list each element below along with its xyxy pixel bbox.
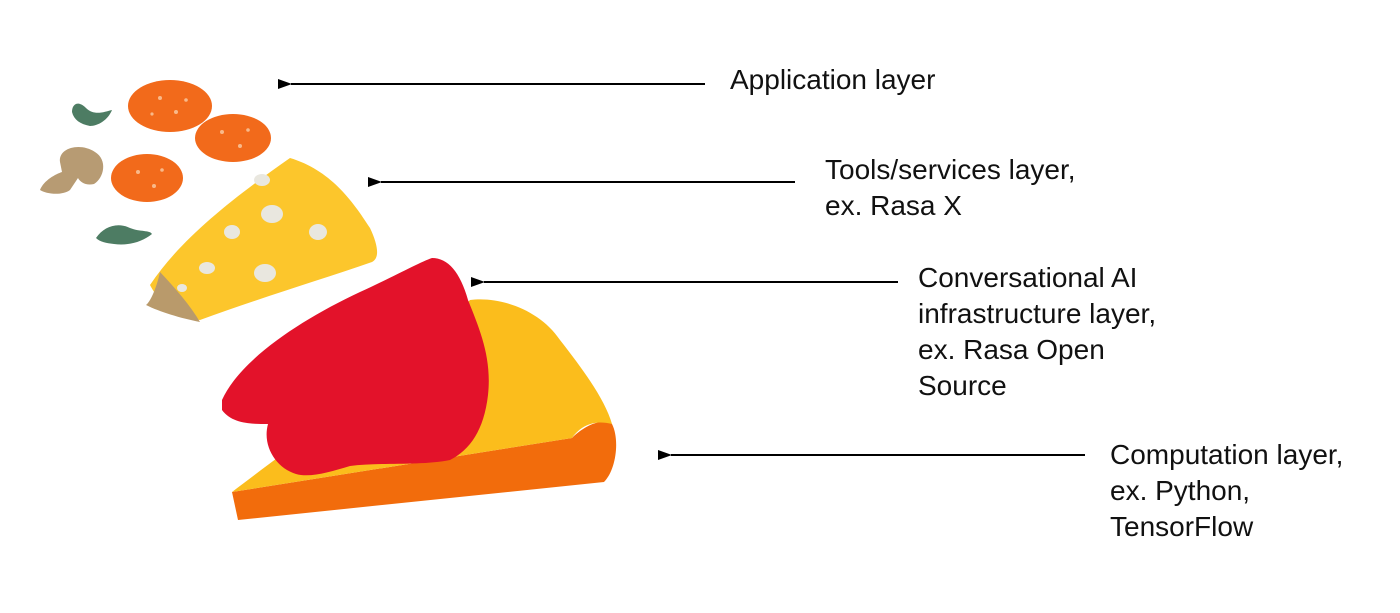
- crust-orange-edge: [232, 421, 617, 520]
- cheese-holes: [177, 174, 327, 292]
- toppings: [40, 80, 271, 245]
- pepperoni-slice: [111, 154, 183, 202]
- label-line: Tools/services layer,: [825, 154, 1076, 185]
- label-line: TensorFlow: [1110, 511, 1254, 542]
- label-line: Conversational AI: [918, 262, 1138, 293]
- label-line: Application layer: [730, 64, 936, 95]
- label-line: Computation layer,: [1110, 439, 1344, 470]
- basil-leaf: [72, 103, 112, 126]
- label-line: ex. Rasa X: [825, 190, 962, 221]
- label-infrastructure-layer: Conversational AI infrastructure layer, …: [918, 260, 1156, 404]
- cheese-rind: [146, 272, 200, 322]
- label-line: infrastructure layer,: [918, 298, 1157, 329]
- pepperoni-slice: [195, 114, 271, 162]
- label-tools-services-layer: Tools/services layer, ex. Rasa X: [825, 152, 1076, 224]
- label-computation-layer: Computation layer, ex. Python, TensorFlo…: [1110, 437, 1343, 545]
- mushroom-piece: [40, 147, 104, 194]
- basil-leaf: [96, 225, 152, 245]
- label-application-layer: Application layer: [730, 62, 935, 98]
- pepperoni-slice: [128, 80, 212, 132]
- cheese-wedge: [146, 158, 378, 322]
- label-line: Source: [918, 370, 1007, 401]
- label-line: ex. Rasa Open: [918, 334, 1105, 365]
- label-line: ex. Python,: [1110, 475, 1251, 506]
- cheese-wedge-body: [150, 158, 378, 320]
- tomato-sauce: [222, 258, 489, 476]
